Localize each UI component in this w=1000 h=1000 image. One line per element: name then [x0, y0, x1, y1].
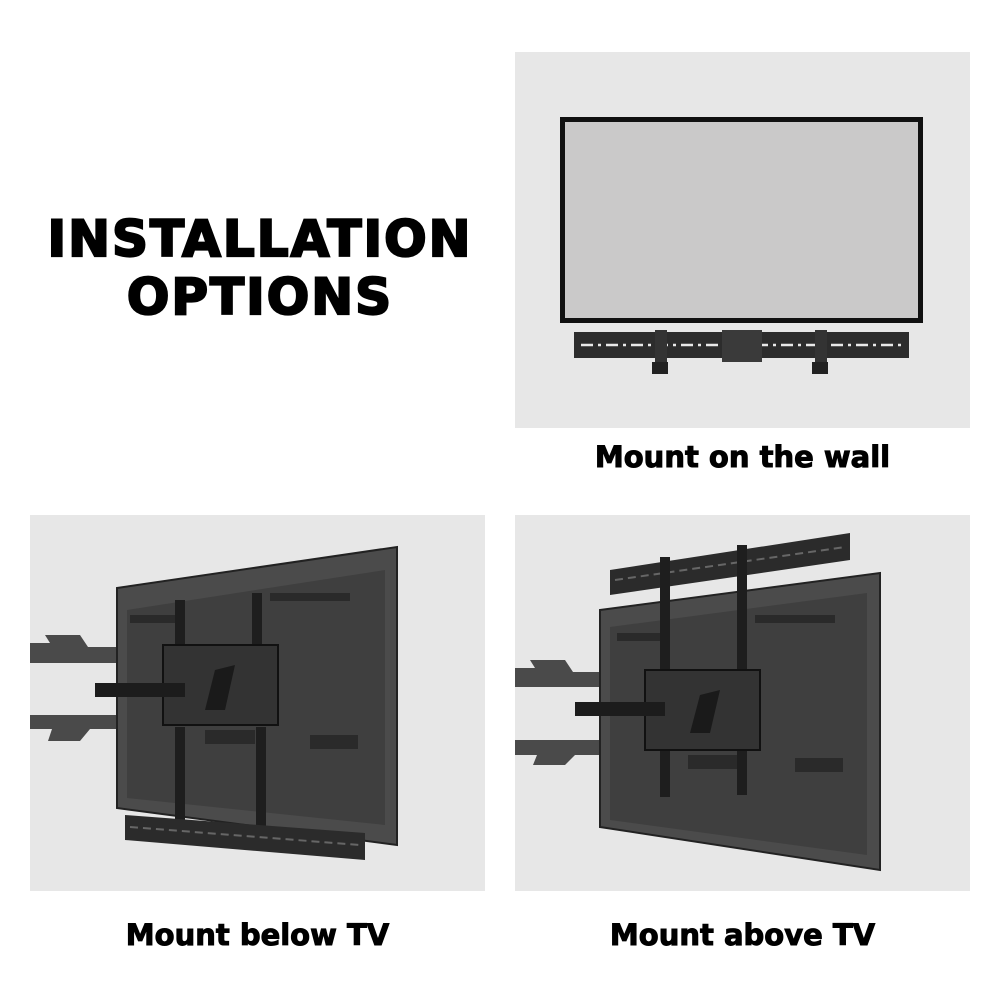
page-title: INSTALLATION OPTIONS [40, 209, 480, 327]
caption-below: Mount below TV [125, 918, 390, 953]
soundbar [125, 815, 365, 860]
option-above-image [515, 515, 970, 891]
title-line-2: OPTIONS [126, 267, 394, 327]
tv-front-illustration [560, 117, 923, 374]
option-below-image [30, 515, 485, 891]
title-line-1: INSTALLATION [46, 209, 473, 269]
soundbar-bracket [574, 330, 909, 374]
option-wall-image [515, 52, 970, 428]
tilt-plate [575, 669, 761, 751]
caption-wall: Mount on the wall [594, 440, 891, 475]
caption-above: Mount above TV [609, 918, 876, 953]
tilt-plate [95, 644, 279, 726]
wall-arms [515, 660, 605, 765]
tv-back-below-illustration [30, 545, 398, 860]
wall-arms [30, 635, 120, 741]
tv-back-above-illustration [515, 533, 881, 872]
